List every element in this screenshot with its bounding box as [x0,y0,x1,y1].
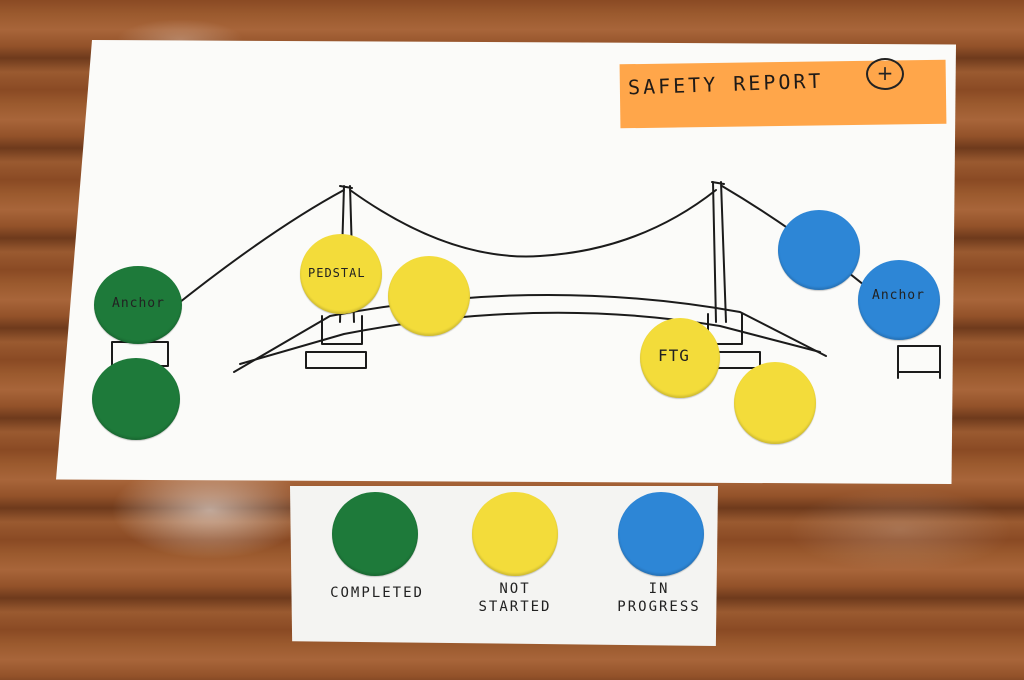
left-pedestal [305,315,367,369]
anchor-left-sticker[interactable] [94,266,182,344]
add-icon[interactable]: + [866,58,904,90]
legend-in-progress-label-1: IN [648,581,670,597]
bridge-deck [233,293,827,373]
footing-sticker[interactable] [640,318,720,398]
pedestal-label: PEDSTAL [308,266,366,280]
right-anchor-block [897,345,941,379]
footing-label: FTG [658,346,690,365]
legend-not-started-label-2: STARTED [478,599,552,615]
legend-not-started-label-1: NOT [499,581,531,597]
legend-in-progress-swatch [618,492,704,576]
anchor-left-label: Anchor [112,296,165,311]
tower-right-sticker[interactable] [778,210,860,290]
legend-in-progress-label-2: PROGRESS [617,599,701,615]
left-side-cable [169,189,345,311]
legend-not-started-swatch [472,492,558,576]
anchor-left-lower-sticker[interactable] [92,358,180,440]
bridge-deck-lower [239,311,821,365]
deck-sticker[interactable] [388,256,470,336]
footing-lower-sticker[interactable] [734,362,816,444]
legend-completed-label: COMPLETED [330,585,424,601]
legend-completed-swatch [332,492,418,576]
anchor-right-sticker[interactable] [858,260,940,340]
anchor-right-label: Anchor [872,288,925,303]
pedestal-sticker[interactable] [300,234,382,314]
main-cable [349,189,717,258]
right-tower [711,181,727,323]
